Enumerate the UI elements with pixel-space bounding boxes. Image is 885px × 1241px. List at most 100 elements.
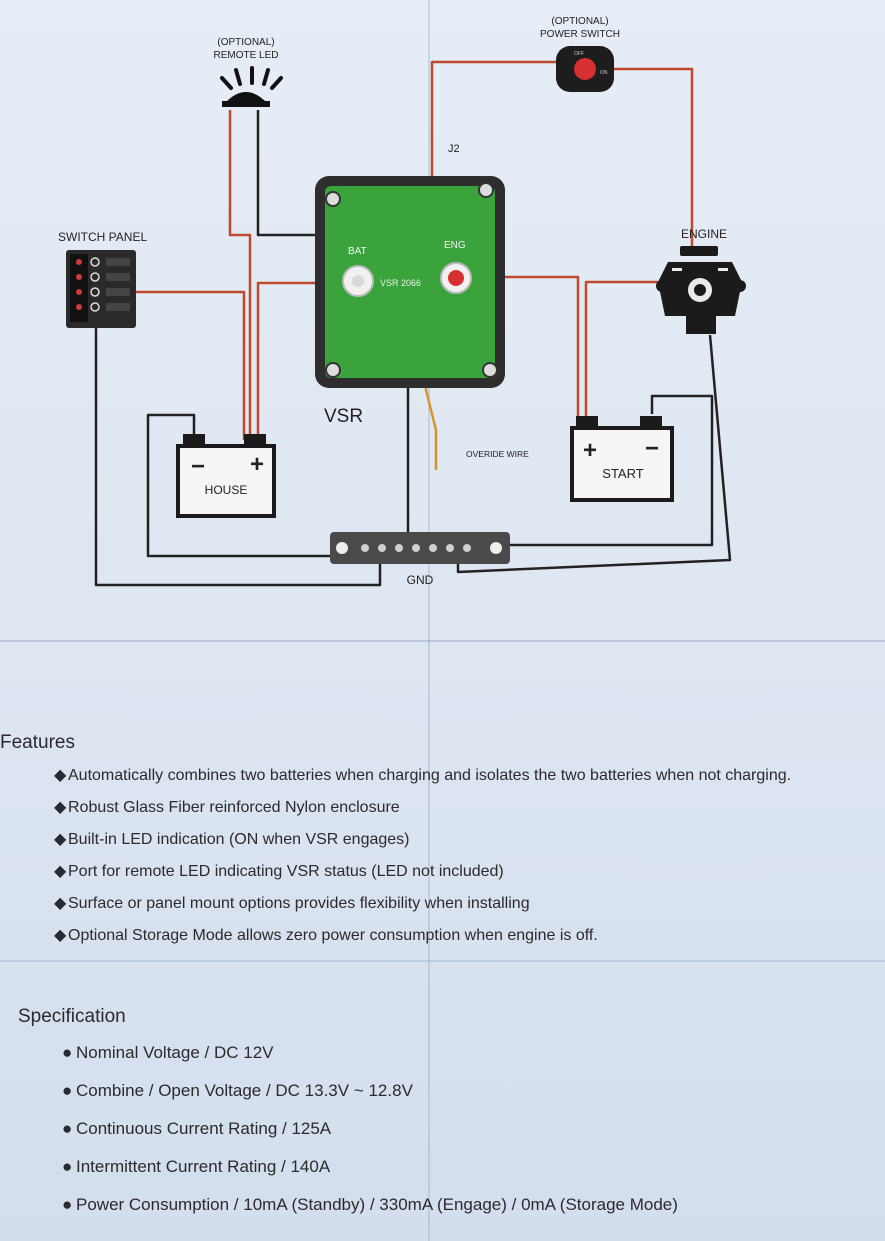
wire-start-negative [502, 394, 714, 547]
label-bat-terminal: BAT [348, 246, 367, 257]
start-plus-sign: + [583, 437, 597, 464]
wire-engine-to-start [584, 280, 670, 418]
remote-led: (OPTIONAL) REMOTE LED [213, 37, 283, 107]
house-battery-body [176, 444, 276, 518]
spec-text: Combine / Open Voltage / DC 13.3V ~ 12.8… [76, 1081, 413, 1100]
led-base [222, 101, 270, 107]
wire-switch-panel-ground [94, 328, 382, 587]
feature-text: Surface or panel mount options provides … [68, 895, 530, 912]
switch-panel-column [70, 254, 88, 322]
paper-fold [0, 960, 885, 962]
switch-on-label: ON [600, 70, 608, 76]
round-bullet-icon: ● [62, 1081, 73, 1100]
label-switch-panel: SWITCH PANEL [58, 230, 147, 244]
wire-group [94, 60, 732, 587]
feature-item: ◆Port for remote LED indicating VSR stat… [54, 860, 791, 892]
vsr-screw-hole [478, 182, 494, 198]
feature-item: ◆Surface or panel mount options provides… [54, 892, 791, 924]
round-bullet-icon: ● [62, 1119, 73, 1138]
round-bullet-icon: ● [62, 1195, 73, 1214]
ground-bus-bar: GND [330, 532, 510, 587]
label-j2: J2 [448, 143, 460, 155]
bus-bar-stud [490, 542, 502, 554]
spec-item: ●Combine / Open Voltage / DC 13.3V ~ 12.… [62, 1078, 678, 1116]
specification-title: Specification [18, 1006, 126, 1027]
power-switch: (OPTIONAL) POWER SWITCH OFF ON [540, 16, 620, 92]
label-house: HOUSE [205, 483, 248, 497]
start-battery: + − START [570, 416, 674, 502]
diamond-bullet-icon: ◆ [54, 927, 67, 944]
diamond-bullet-icon: ◆ [54, 799, 67, 816]
bus-bar-screws [361, 544, 471, 552]
engine-icon [656, 246, 746, 334]
device-model-label: VSR 2066 [380, 278, 421, 288]
spec-text: Continuous Current Rating / 125A [76, 1119, 332, 1138]
switch-panel-slots [106, 258, 130, 311]
led-dome [226, 92, 266, 102]
wire-remote-led-positive [228, 110, 252, 440]
label-optional-switch-1: (OPTIONAL) [551, 16, 608, 27]
feature-text: Robust Glass Fiber reinforced Nylon encl… [68, 799, 400, 816]
spec-text: Intermittent Current Rating / 140A [76, 1157, 331, 1176]
wiring-diagram: (OPTIONAL) REMOTE LED (OPTIONAL) POWER S… [58, 16, 746, 587]
start-battery-body [570, 426, 674, 502]
feature-text: Automatically combines two batteries whe… [68, 767, 792, 784]
wire-power-switch-engine [612, 67, 694, 246]
feature-text: Optional Storage Mode allows zero power … [68, 927, 598, 944]
bat-terminal-stud [352, 275, 364, 287]
house-battery: − + HOUSE [176, 434, 276, 518]
feature-item: ◆Built-in LED indication (ON when VSR en… [54, 828, 791, 860]
vsr-screw-hole [325, 362, 341, 378]
house-minus-sign: − [191, 453, 205, 480]
label-engine: ENGINE [681, 227, 727, 241]
diamond-bullet-icon: ◆ [54, 895, 67, 912]
label-gnd: GND [407, 573, 434, 587]
house-negative-post [183, 434, 205, 446]
round-bullet-icon: ● [62, 1043, 73, 1062]
wire-switch-panel-positive [135, 290, 246, 440]
switch-off-label: OFF [574, 51, 584, 57]
label-override-wire: OVERIDE WIRE [466, 449, 529, 459]
features-list: ◆Automatically combines two batteries wh… [54, 764, 791, 956]
spec-text: Nominal Voltage / DC 12V [76, 1043, 274, 1062]
diamond-bullet-icon: ◆ [54, 767, 67, 784]
diamond-bullet-icon: ◆ [54, 863, 67, 880]
vsr-screw-hole [325, 191, 341, 207]
label-start: START [602, 466, 643, 481]
switch-panel: SWITCH PANEL [58, 230, 147, 328]
start-positive-post [576, 416, 598, 428]
diamond-bullet-icon: ◆ [54, 831, 67, 848]
spec-item: ●Continuous Current Rating / 125A [62, 1116, 678, 1154]
engine: ENGINE [656, 227, 746, 334]
label-optional-switch-2: POWER SWITCH [540, 29, 620, 40]
switch-panel-toggles [90, 257, 100, 312]
feature-text: Built-in LED indication (ON when VSR eng… [68, 831, 410, 848]
label-optional-led-2: REMOTE LED [213, 50, 278, 61]
spec-item: ●Power Consumption / 10mA (Standby) / 33… [62, 1192, 678, 1230]
start-negative-post [640, 416, 662, 428]
feature-text: Port for remote LED indicating VSR statu… [68, 863, 504, 880]
round-bullet-icon: ● [62, 1157, 73, 1176]
house-positive-post [244, 434, 266, 446]
feature-item: ◆Optional Storage Mode allows zero power… [54, 924, 791, 956]
led-icon [220, 66, 283, 90]
paper-fold [0, 640, 885, 642]
feature-item: ◆Robust Glass Fiber reinforced Nylon enc… [54, 796, 791, 828]
vsr-unit: J2 BAT ENG VSR 2066 VSR [315, 143, 505, 427]
label-optional-led-1: (OPTIONAL) [217, 37, 274, 48]
start-minus-sign: − [645, 435, 659, 462]
switch-panel-leds [76, 259, 82, 310]
vsr-body [325, 186, 495, 378]
specification-list: ●Nominal Voltage / DC 12V ●Combine / Ope… [62, 1040, 678, 1230]
features-title: Features [0, 732, 75, 753]
label-eng-terminal: ENG [444, 240, 466, 251]
spec-text: Power Consumption / 10mA (Standby) / 330… [76, 1195, 678, 1214]
wire-house-negative [146, 413, 338, 558]
house-plus-sign: + [250, 451, 264, 478]
vsr-screw-hole [482, 362, 498, 378]
eng-terminal-stud [448, 270, 464, 286]
label-vsr: VSR [324, 406, 363, 427]
spec-item: ●Nominal Voltage / DC 12V [62, 1040, 678, 1078]
wire-power-switch-j2 [430, 60, 558, 188]
